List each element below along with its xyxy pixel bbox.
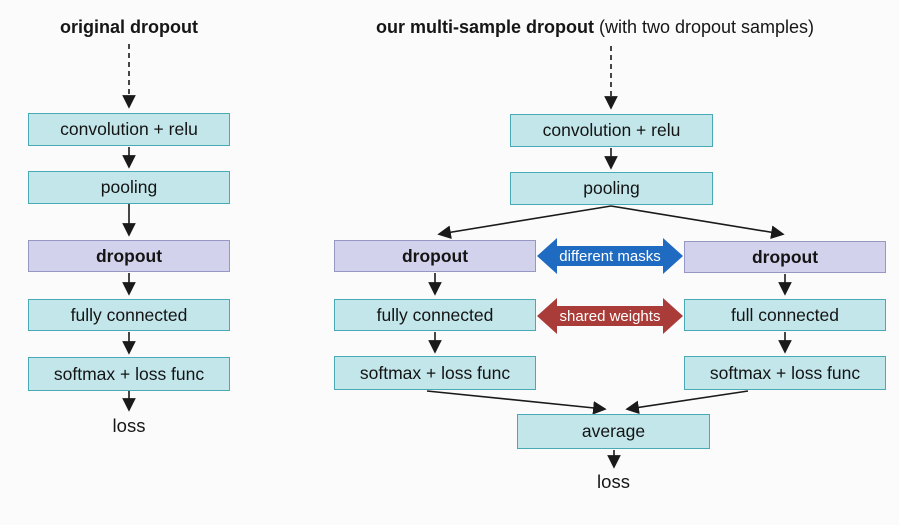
shared-weights-arrow: shared weights bbox=[536, 297, 684, 335]
arrow-split-to-left-dropout bbox=[437, 205, 612, 239]
branch-left-fully-connected-box: fully connected bbox=[334, 299, 536, 331]
right-title-regular: (with two dropout samples) bbox=[593, 17, 815, 37]
right-loss-label: loss bbox=[597, 471, 630, 492]
arrow-left-softmax-average bbox=[426, 390, 607, 415]
right-diagram-title: our multi-sample dropout (with two dropo… bbox=[330, 15, 860, 39]
average-box: average bbox=[517, 414, 710, 449]
branch-right-dropout-box: dropout bbox=[684, 241, 886, 273]
left-diagram-title: original dropout bbox=[28, 15, 230, 39]
right-pooling-box: pooling bbox=[510, 172, 713, 205]
left-loss-label: loss bbox=[112, 415, 146, 436]
branch-left-softmax-box: softmax + loss func bbox=[334, 356, 536, 390]
left-dropout-box: dropout bbox=[28, 240, 230, 272]
arrow-split-to-right-dropout bbox=[610, 205, 785, 239]
double-arrow-icon bbox=[537, 238, 683, 274]
right-title-bold: our multi-sample dropout bbox=[375, 17, 594, 37]
branch-left-dropout-box: dropout bbox=[334, 240, 536, 272]
left-conv-relu-box: convolution + relu bbox=[28, 113, 230, 146]
left-softmax-box: softmax + loss func bbox=[28, 357, 230, 391]
left-fully-connected-box: fully connected bbox=[28, 299, 230, 331]
arrow-right-softmax-average bbox=[625, 390, 749, 415]
left-title-text: original dropout bbox=[60, 17, 198, 37]
right-conv-relu-box: convolution + relu bbox=[510, 114, 713, 147]
different-masks-label: different masks bbox=[559, 247, 661, 265]
shared-weights-label: shared weights bbox=[559, 307, 661, 325]
different-masks-arrow: different masks bbox=[536, 237, 684, 275]
branch-right-softmax-box: softmax + loss func bbox=[684, 356, 886, 390]
branch-right-full-connected-box: full connected bbox=[684, 299, 886, 331]
left-pooling-box: pooling bbox=[28, 171, 230, 204]
double-arrow-icon bbox=[537, 298, 683, 334]
